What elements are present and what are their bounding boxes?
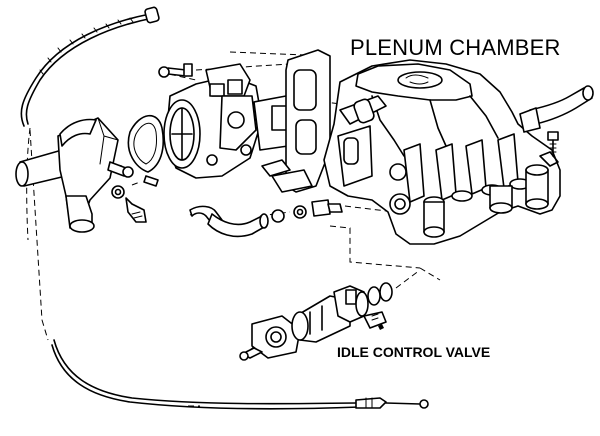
plenum-chamber	[323, 59, 561, 245]
throttle-body	[163, 63, 305, 179]
air-intake-elbow	[15, 117, 119, 233]
gasket	[127, 114, 164, 173]
throttle-cable	[20, 6, 429, 410]
breather-pipe	[519, 85, 594, 133]
fasteners	[107, 63, 305, 223]
idle-control-valve-assembly	[239, 282, 393, 361]
plenum-chamber-label: PLENUM CHAMBER	[350, 35, 561, 60]
bolt	[547, 131, 559, 157]
idle-control-valve-label: IDLE CONTROL VALVE	[337, 344, 491, 360]
spacer-plate	[261, 49, 331, 193]
hose-assembly	[189, 199, 343, 238]
